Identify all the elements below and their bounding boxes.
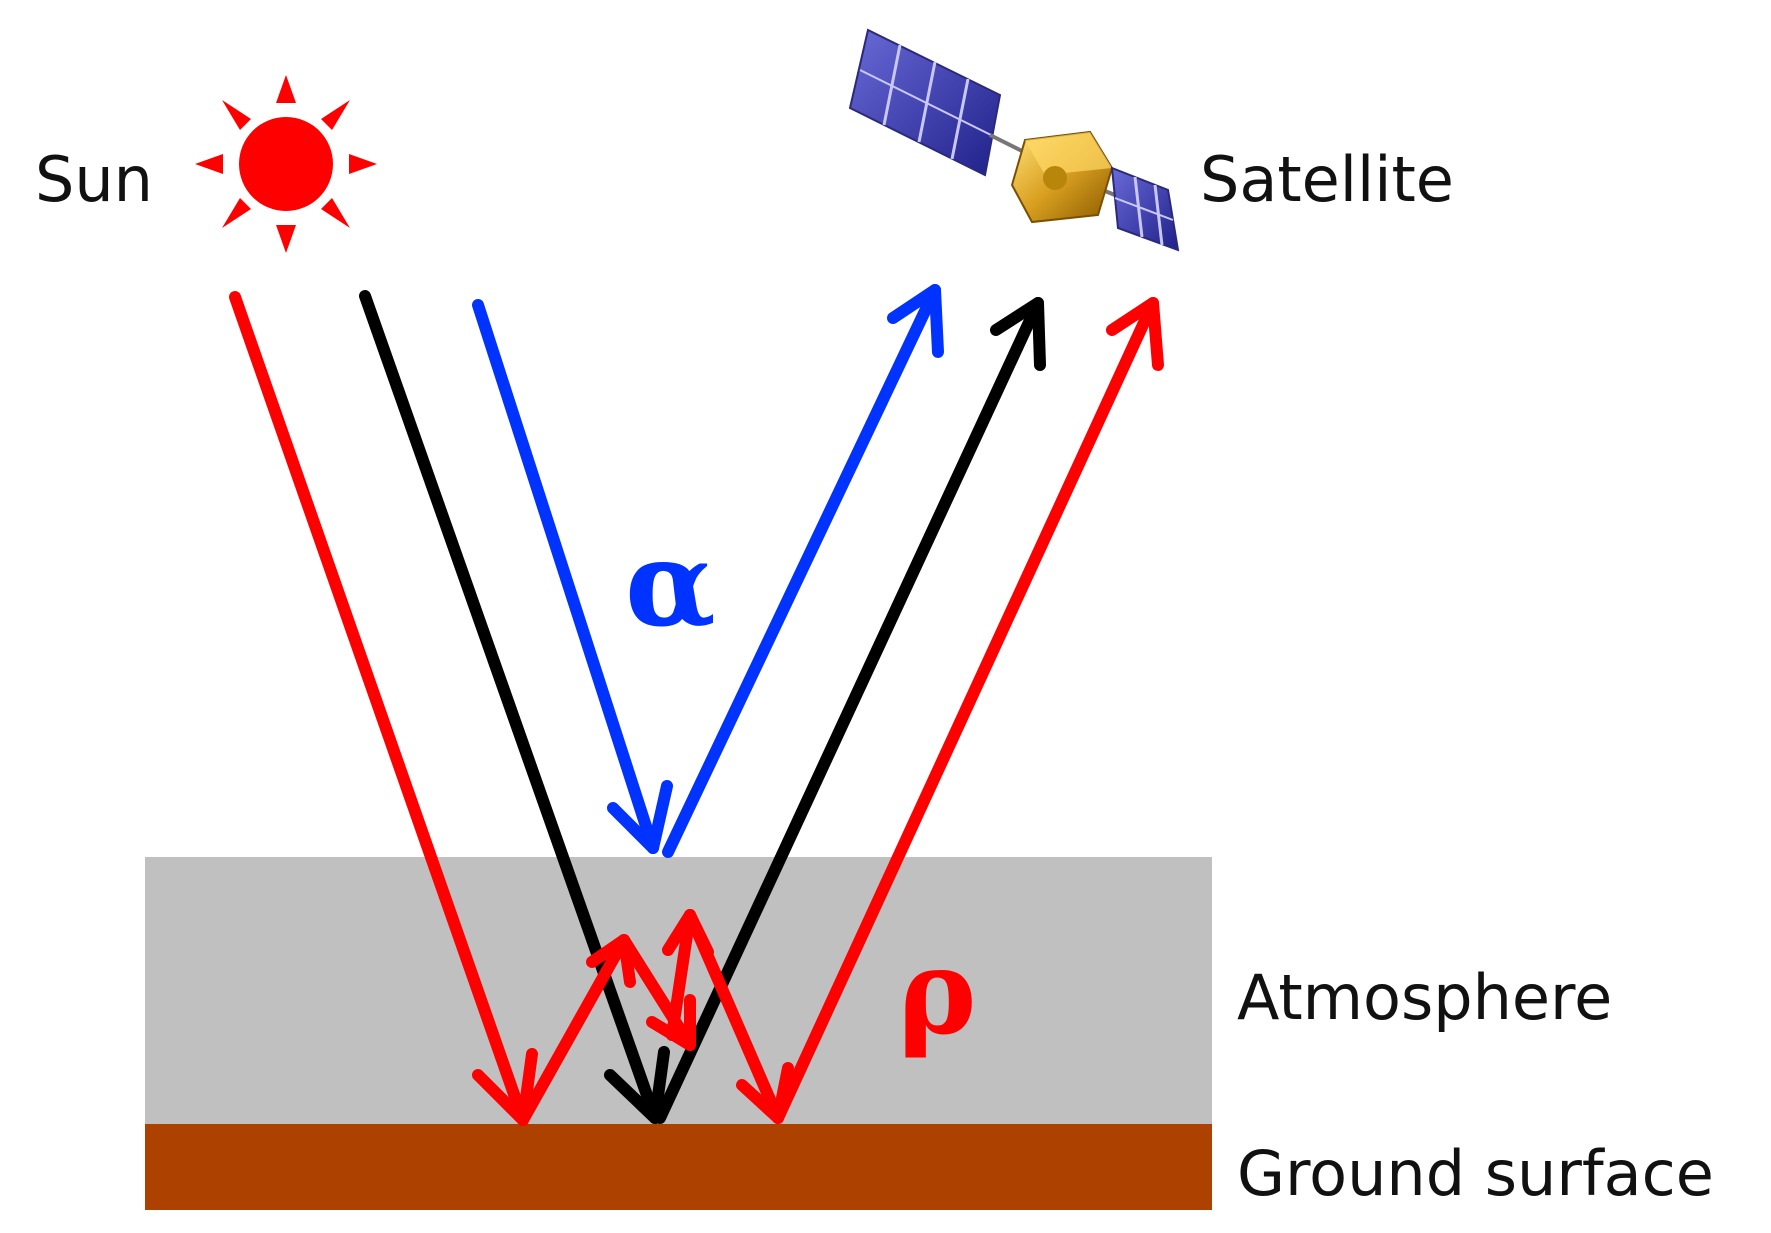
rho-symbol: ρ <box>898 922 976 1061</box>
outgoing-red-ray <box>772 297 1164 1124</box>
sun-icon <box>195 75 377 253</box>
alpha-symbol: α <box>625 514 716 653</box>
outgoing-blue-ray <box>662 284 944 858</box>
atmosphere-label: Atmosphere <box>1237 961 1612 1034</box>
ground-layer <box>145 1124 1212 1210</box>
satellite-label: Satellite <box>1200 143 1454 216</box>
sun-label: Sun <box>35 143 153 216</box>
incoming-blue-ray <box>472 299 673 854</box>
satellite-icon <box>848 28 1180 252</box>
scattering-red-rays <box>517 909 794 1126</box>
ground-label: Ground surface <box>1237 1137 1714 1210</box>
